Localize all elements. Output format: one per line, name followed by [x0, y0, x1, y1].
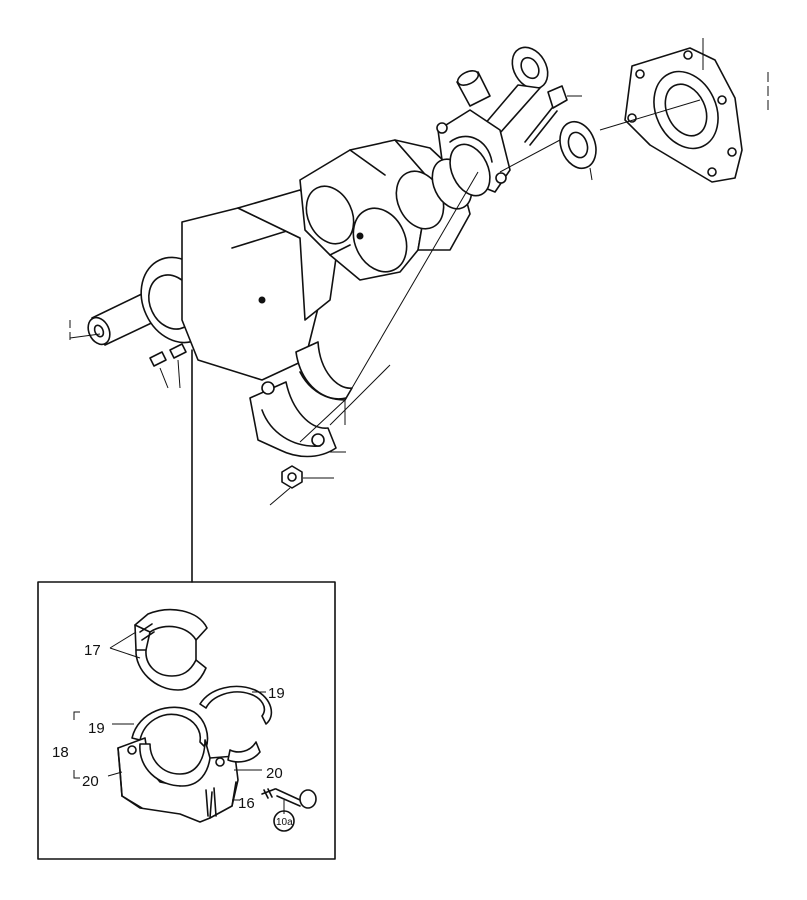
- cap-bolt-10a: [261, 788, 317, 814]
- callout-19-left: 19: [88, 720, 105, 737]
- main-bearing-cap: [249, 381, 346, 458]
- callout-17: 17: [84, 642, 101, 659]
- main-bearing-cap-16: [117, 737, 239, 823]
- callout-19-top: 19: [268, 685, 285, 702]
- callout-10a: 10a: [276, 817, 293, 828]
- pilot-bearing: [559, 120, 597, 181]
- callout-20-left: 20: [82, 773, 99, 790]
- main-bearing-upper: [295, 341, 353, 401]
- callout-18: 18: [52, 744, 69, 761]
- thrust-washer-20-right: [227, 741, 261, 763]
- woodruff-keys: [149, 343, 187, 389]
- callout-leaders: [73, 631, 266, 801]
- crankshaft: [87, 139, 491, 381]
- callout-16: 16: [238, 795, 255, 812]
- callout-20-right: 20: [266, 765, 283, 782]
- callout-10a-ring: [273, 810, 295, 832]
- detail-inset-box: [37, 581, 336, 860]
- thrust-washer-19-upper: [199, 685, 273, 725]
- rear-seal-housing: [624, 38, 769, 183]
- rod-bolt: [524, 85, 582, 146]
- cap-nut: [281, 465, 334, 489]
- thrust-bearing-17: [134, 608, 208, 691]
